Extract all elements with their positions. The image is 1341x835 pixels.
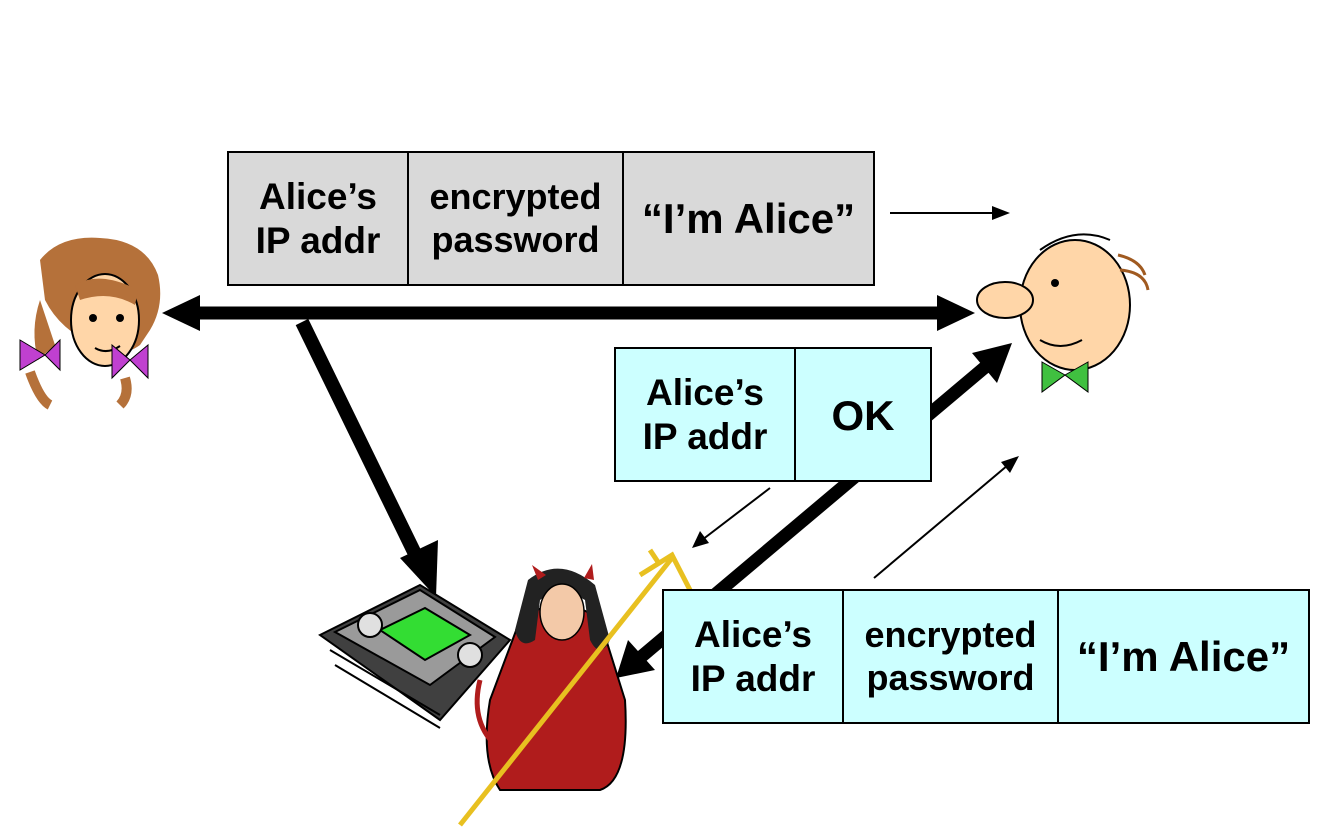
packet-message-field: “I’m Alice” <box>624 153 873 284</box>
password-label-line2: password <box>866 656 1035 698</box>
alice-bob-link-arrow <box>162 295 975 331</box>
ip-label-line1: Alice’s <box>646 372 764 414</box>
eavesdrop-arrow <box>295 318 438 597</box>
packet-message-field: “I’m Alice” <box>1059 591 1308 722</box>
password-label-line1: encrypted <box>429 176 602 218</box>
replay-packet-arrow <box>873 456 1019 579</box>
ip-label-line2: IP addr <box>690 657 816 699</box>
ip-label-line1: Alice’s <box>259 176 377 218</box>
packet-ip-field: Alice’s IP addr <box>229 153 409 284</box>
trudy-icon <box>458 548 693 827</box>
ip-label-line2: IP addr <box>255 219 381 261</box>
password-label-line2: password <box>431 218 600 260</box>
ok-reply-arrow <box>692 487 771 548</box>
packet-ok-field: OK <box>796 349 930 480</box>
packet-password-field: encrypted password <box>409 153 624 284</box>
ip-label-line1: Alice’s <box>694 614 812 656</box>
ip-label-line2: IP addr <box>642 415 768 457</box>
packet-alice-to-bob: Alice’s IP addr encrypted password “I’m … <box>227 151 875 286</box>
ok-label: OK <box>831 392 895 439</box>
packet-bob-reply: Alice’s IP addr OK <box>614 347 932 482</box>
bob-icon <box>976 233 1150 393</box>
password-label-line1: encrypted <box>864 614 1037 656</box>
alice-icon <box>19 237 161 410</box>
packet-trudy-replay: Alice’s IP addr encrypted password “I’m … <box>662 589 1310 724</box>
recorder-icon <box>318 583 512 729</box>
packet-password-field: encrypted password <box>844 591 1059 722</box>
message-label: “I’m Alice” <box>1076 632 1291 680</box>
packet-ip-field: Alice’s IP addr <box>616 349 796 480</box>
message-label: “I’m Alice” <box>641 194 856 242</box>
packet-ip-field: Alice’s IP addr <box>664 591 844 722</box>
packet-to-bob-arrow <box>890 206 1010 220</box>
